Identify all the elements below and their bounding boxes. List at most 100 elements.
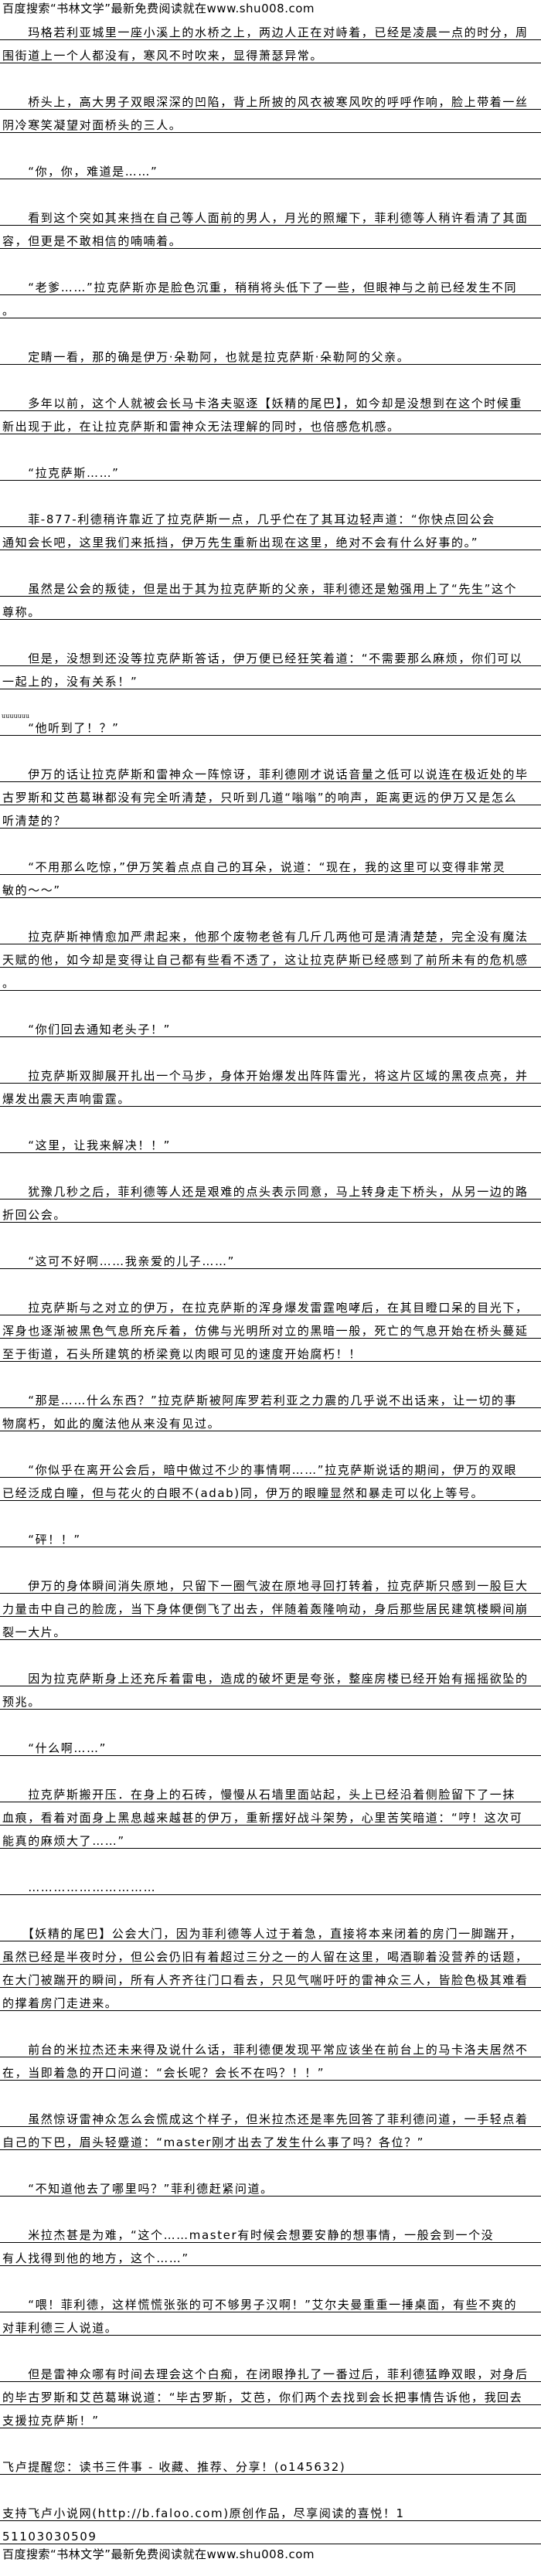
line-text: “砰！！” (2, 1533, 81, 1547)
text-line: 伊万的话让拉克萨斯和雷神众一阵惊讶，菲利德刚才说话音量之低可以说连在极近处的毕 (0, 759, 541, 782)
text-line: 通知会长吧，这里我们来抵挡，伊万先生重新出现在这里，绝对不会有什么好事的。” (0, 527, 541, 550)
line-text: 敏的～～” (2, 883, 61, 897)
text-line: 米拉杰甚是为难，“这个……master有时候会想要安静的想事情，一般会到一个没 (0, 2220, 541, 2243)
line-text: 虽然是公会的叛徒，但是出于其为拉克萨斯的父亲，菲利德还是勉强用上了“先生”这个 (2, 582, 518, 596)
text-line: “不用那么吃惊，”伊万笑着点点自己的耳朵，说道：“现在，我的这里可以变得非常灵 (0, 852, 541, 875)
line-text: 新出现于此，在让拉克萨斯和雷神众无法理解的同时，也倍感危机感。 (2, 420, 400, 434)
text-line: 预兆。 (0, 1686, 541, 1710)
text-line: 天赋的他，如今却是变得让自己都有些看不透了，这让拉克萨斯已经感到了前所未有的危机… (0, 944, 541, 968)
top-banner-text: 百度搜索“书林文学”最新免费阅读就在www.shu008.com (2, 2, 315, 15)
text-line: 有人找得到他的地方，这个……” (0, 2243, 541, 2266)
line-text: “你，你，难道是……” (2, 165, 158, 179)
text-line: 定睛一看，那的确是伊万·朵勒阿，也就是拉克萨斯·朵勒阿的父亲。 (0, 342, 541, 365)
text-line: “砰！！” (0, 1524, 541, 1547)
text-line: 的撑着房门走进来。 (0, 1988, 541, 2011)
line-text: 飞卢提醒您：读书三件事 - 收藏、推荐、分享！(o145632) (2, 2460, 346, 2474)
line-text: 预兆。 (2, 1695, 41, 1709)
text-line: 折回公会。 (0, 1200, 541, 1223)
text-line: 。 (0, 968, 541, 991)
blank-line (0, 1107, 541, 1130)
line-text: 爆发出震天声响雷霆。 (2, 1092, 131, 1106)
line-text: 听清楚的？ (2, 814, 67, 828)
blank-line (0, 318, 541, 342)
text-line: 51103030509 (0, 2521, 541, 2544)
text-line: 拉克萨斯搬开压．在身上的石砖，慢慢从石墙里面站起，头上已经沿着侧脸留下了一抹 (0, 1779, 541, 1802)
line-text: 【妖精的尾巴】公会大门，因为菲利德等人过于着急，直接将本来闭着的房门一脚踹开， (2, 1927, 523, 1941)
text-line: 围街道上一个人都没有，寒风不时吹来，显得萧瑟异常。 (0, 40, 541, 63)
text-line: 支持飞卢小说网(http://b.faloo.com)原创作品，尽享阅读的喜悦！… (0, 2498, 541, 2521)
blank-line (0, 434, 541, 458)
blank-line (0, 2428, 541, 2452)
blank-line (0, 1269, 541, 1292)
text-line: 多年以前，这个人就被会长马卡洛夫驱逐【妖精的尾巴】，如今却是没想到在这个时候重 (0, 388, 541, 411)
text-line: 在大门被踹开的瞬间，所有人齐齐往门口看去，只见气喘吁吁的雷神众三人，皆脸色极其难… (0, 1965, 541, 1988)
text-line: 已经泛成白瞳，但与花火的白眼不(adab)同，伊万的眼瞳显然和暴走可以化上等号。 (0, 1478, 541, 1501)
text-line: 【妖精的尾巴】公会大门，因为菲利德等人过于着急，直接将本来闭着的房门一脚踹开， (0, 1918, 541, 1941)
line-text: 通知会长吧，这里我们来抵挡，伊万先生重新出现在这里，绝对不会有什么好事的。” (2, 536, 479, 550)
text-line: 前台的米拉杰还未来得及说什么话，菲利德便发现平常应该坐在前台上的马卡洛夫居然不 (0, 2034, 541, 2057)
line-text: 多年以前，这个人就被会长马卡洛夫驱逐【妖精的尾巴】，如今却是没想到在这个时候重 (2, 396, 523, 410)
text-line: “喂！菲利德，这样慌慌张张的可不够男子汉啊！”艾尔夫曼重重一捶桌面，有些不爽的 (0, 2289, 541, 2312)
line-text: “不知道他去了哪里吗？”菲利德赶紧问道。 (2, 2182, 274, 2196)
text-line: 能真的麻烦大了……” (0, 1826, 541, 1849)
blank-line (0, 1849, 541, 1872)
text-line: 玛格若利亚城里一座小溪上的水桥之上，两边人正在对峙着，已经是凌晨一点的时分，周 (0, 17, 541, 40)
line-text: 。 (2, 976, 15, 990)
line-text: ………………………… (2, 1880, 157, 1894)
line-text: 菲-877-利德稍许靠近了拉克萨斯一点，几乎伫在了其耳边轻声道：“你快点回公会 (2, 512, 495, 526)
text-line: 因为拉克萨斯身上还充斥着雷电，造成的破坏更是夸张，整座房楼已经开始有摇摇欲坠的 (0, 1663, 541, 1686)
line-text: 伊万的话让拉克萨斯和雷神众一阵惊讶，菲利德刚才说话音量之低可以说连在极近处的毕 (2, 767, 529, 781)
text-line: 虽然惊讶雷神众怎么会慌成这个样子，但米拉杰还是率先回答了菲利德问道，一手轻点着 (0, 2104, 541, 2127)
line-text: “什么啊……” (2, 1741, 107, 1755)
line-text: 自己的下巴，眉头轻蹙道：“master刚才出去了发生什么事了吗？各位？” (2, 2135, 425, 2149)
stray-text: uuuuuuu (2, 713, 30, 720)
line-text: 拉克萨斯与之对立的伊万，在拉克萨斯的浑身爆发雷霆咆哮后，在其目瞪口呆的目光下， (2, 1301, 529, 1315)
line-text: 玛格若利亚城里一座小溪上的水桥之上，两边人正在对峙着，已经是凌晨一点的时分，周 (2, 26, 529, 39)
text-line: 浑身也逐渐被黑色气息所充斥着，仿佛与光明所对立的黑暗一般，死亡的气息开始在桥头蔓… (0, 1315, 541, 1339)
line-text: 前台的米拉杰还未来得及说什么话，菲利德便发现平常应该坐在前台上的马卡洛夫居然不 (2, 2043, 529, 2057)
line-text: “他听到了！？” (2, 721, 120, 735)
text-line: 对菲利德三人说道。 (0, 2312, 541, 2336)
line-text: 已经泛成白瞳，但与花火的白眼不(adab)同，伊万的眼瞳显然和暴走可以化上等号。 (2, 1486, 485, 1500)
text-line: “拉克萨斯……” (0, 458, 541, 481)
text-line: “老爹……”拉克萨斯亦是脸色沉重，稍稍将头低下了一些，但眼神与之前已经发生不同 (0, 272, 541, 295)
line-text: 能真的麻烦大了……” (2, 1834, 125, 1848)
blank-line (0, 1501, 541, 1524)
blank-line (0, 1362, 541, 1385)
line-text: 桥头上，高大男子双眼深深的凹陷，背上所披的风衣被寒风吹的呼呼作响，脸上带着一丝 (2, 95, 529, 109)
blank-line (0, 1037, 541, 1060)
blank-line (0, 365, 541, 388)
blank-line (0, 1223, 541, 1246)
blank-line (0, 829, 541, 852)
line-text: “不用那么吃惊，”伊万笑着点点自己的耳朵，说道：“现在，我的这里可以变得非常灵 (2, 860, 506, 874)
text-line: 阴冷寒笑凝望对面桥头的三人。 (0, 110, 541, 133)
text-line: 伊万的身体瞬间消失原地，只留下一圈气波在原地寻回打转着，拉克萨斯只感到一股巨大 (0, 1570, 541, 1594)
line-text: 但是，没想到还没等拉克萨斯答话，伊万便已经狂笑着道：“不需要那么麻烦，你们可以 (2, 652, 523, 665)
line-text: 力量击中自己的脸庞，当下身体便倒飞了出去，伴随着轰隆响动，身后那些居民建筑楼瞬间… (2, 1602, 529, 1616)
line-text: 的毕古罗斯和艾芭葛琳说道：“毕古罗斯，艾芭，你们两个去找到会长把事情告诉他，我回… (2, 2391, 523, 2404)
text-line: 虽然已经是半夜时分，但公会仍旧有着超过三分之一的人留在这里，喝酒聊着没营养的话题… (0, 1941, 541, 1965)
chapter-text: 玛格若利亚城里一座小溪上的水桥之上，两边人正在对峙着，已经是凌晨一点的时分，周围… (0, 17, 541, 2544)
line-text: “老爹……”拉克萨斯亦是脸色沉重，稍稍将头低下了一些，但眼神与之前已经发生不同 (2, 281, 518, 294)
text-line: 支援拉克萨斯！” (0, 2405, 541, 2428)
text-line: 血痕，看着对面身上黑息越来越甚的伊万，重新摆好战斗架势，心里苦笑暗道：“哼！这次… (0, 1802, 541, 1826)
line-text: 。 (2, 304, 15, 318)
blank-line (0, 2336, 541, 2359)
blank-line (0, 1756, 541, 1779)
line-text: 但是雷神众哪有时间去理会这个白痴，在闭眼挣扎了一番过后，菲利德猛睁双眼，对身后 (2, 2367, 529, 2381)
line-text: 51103030509 (2, 2530, 97, 2544)
blank-line (0, 2266, 541, 2289)
line-text: “这可不好啊……我亲爱的儿子……” (2, 1254, 235, 1268)
line-text: 围街道上一个人都没有，寒风不时吹来，显得萧瑟异常。 (2, 49, 324, 63)
text-line: 物腐朽，如此的魔法他从来没有见过。 (0, 1408, 541, 1431)
blank-line (0, 2011, 541, 2034)
line-text: 虽然已经是半夜时分，但公会仍旧有着超过三分之一的人留在这里，喝酒聊着没营养的话题… (2, 1950, 529, 1964)
text-line: 桥头上，高大男子双眼深深的凹陷，背上所披的风衣被寒风吹的呼呼作响，脸上带着一丝 (0, 87, 541, 110)
blank-line (0, 1153, 541, 1176)
line-text: 虽然惊讶雷神众怎么会慌成这个样子，但米拉杰还是率先回答了菲利德问道，一手轻点着 (2, 2112, 529, 2126)
blank-line (0, 2150, 541, 2173)
line-text: “那是……什么东西？”拉克萨斯被阿库罗若利亚之力震的几乎说不出话来，让一切的事 (2, 1393, 518, 1407)
line-text: 古罗斯和艾芭葛琳都没有完全听清楚，只听到几道“嗡嗡”的响声，距离更远的伊万又是怎… (2, 791, 518, 805)
line-text: 有人找得到他的地方，这个……” (2, 2251, 189, 2265)
line-text: 拉克萨斯双脚展开扎出一个马步，身体开始爆发出阵阵雷光，将这片区域的黑夜点亮，并 (2, 1069, 529, 1083)
